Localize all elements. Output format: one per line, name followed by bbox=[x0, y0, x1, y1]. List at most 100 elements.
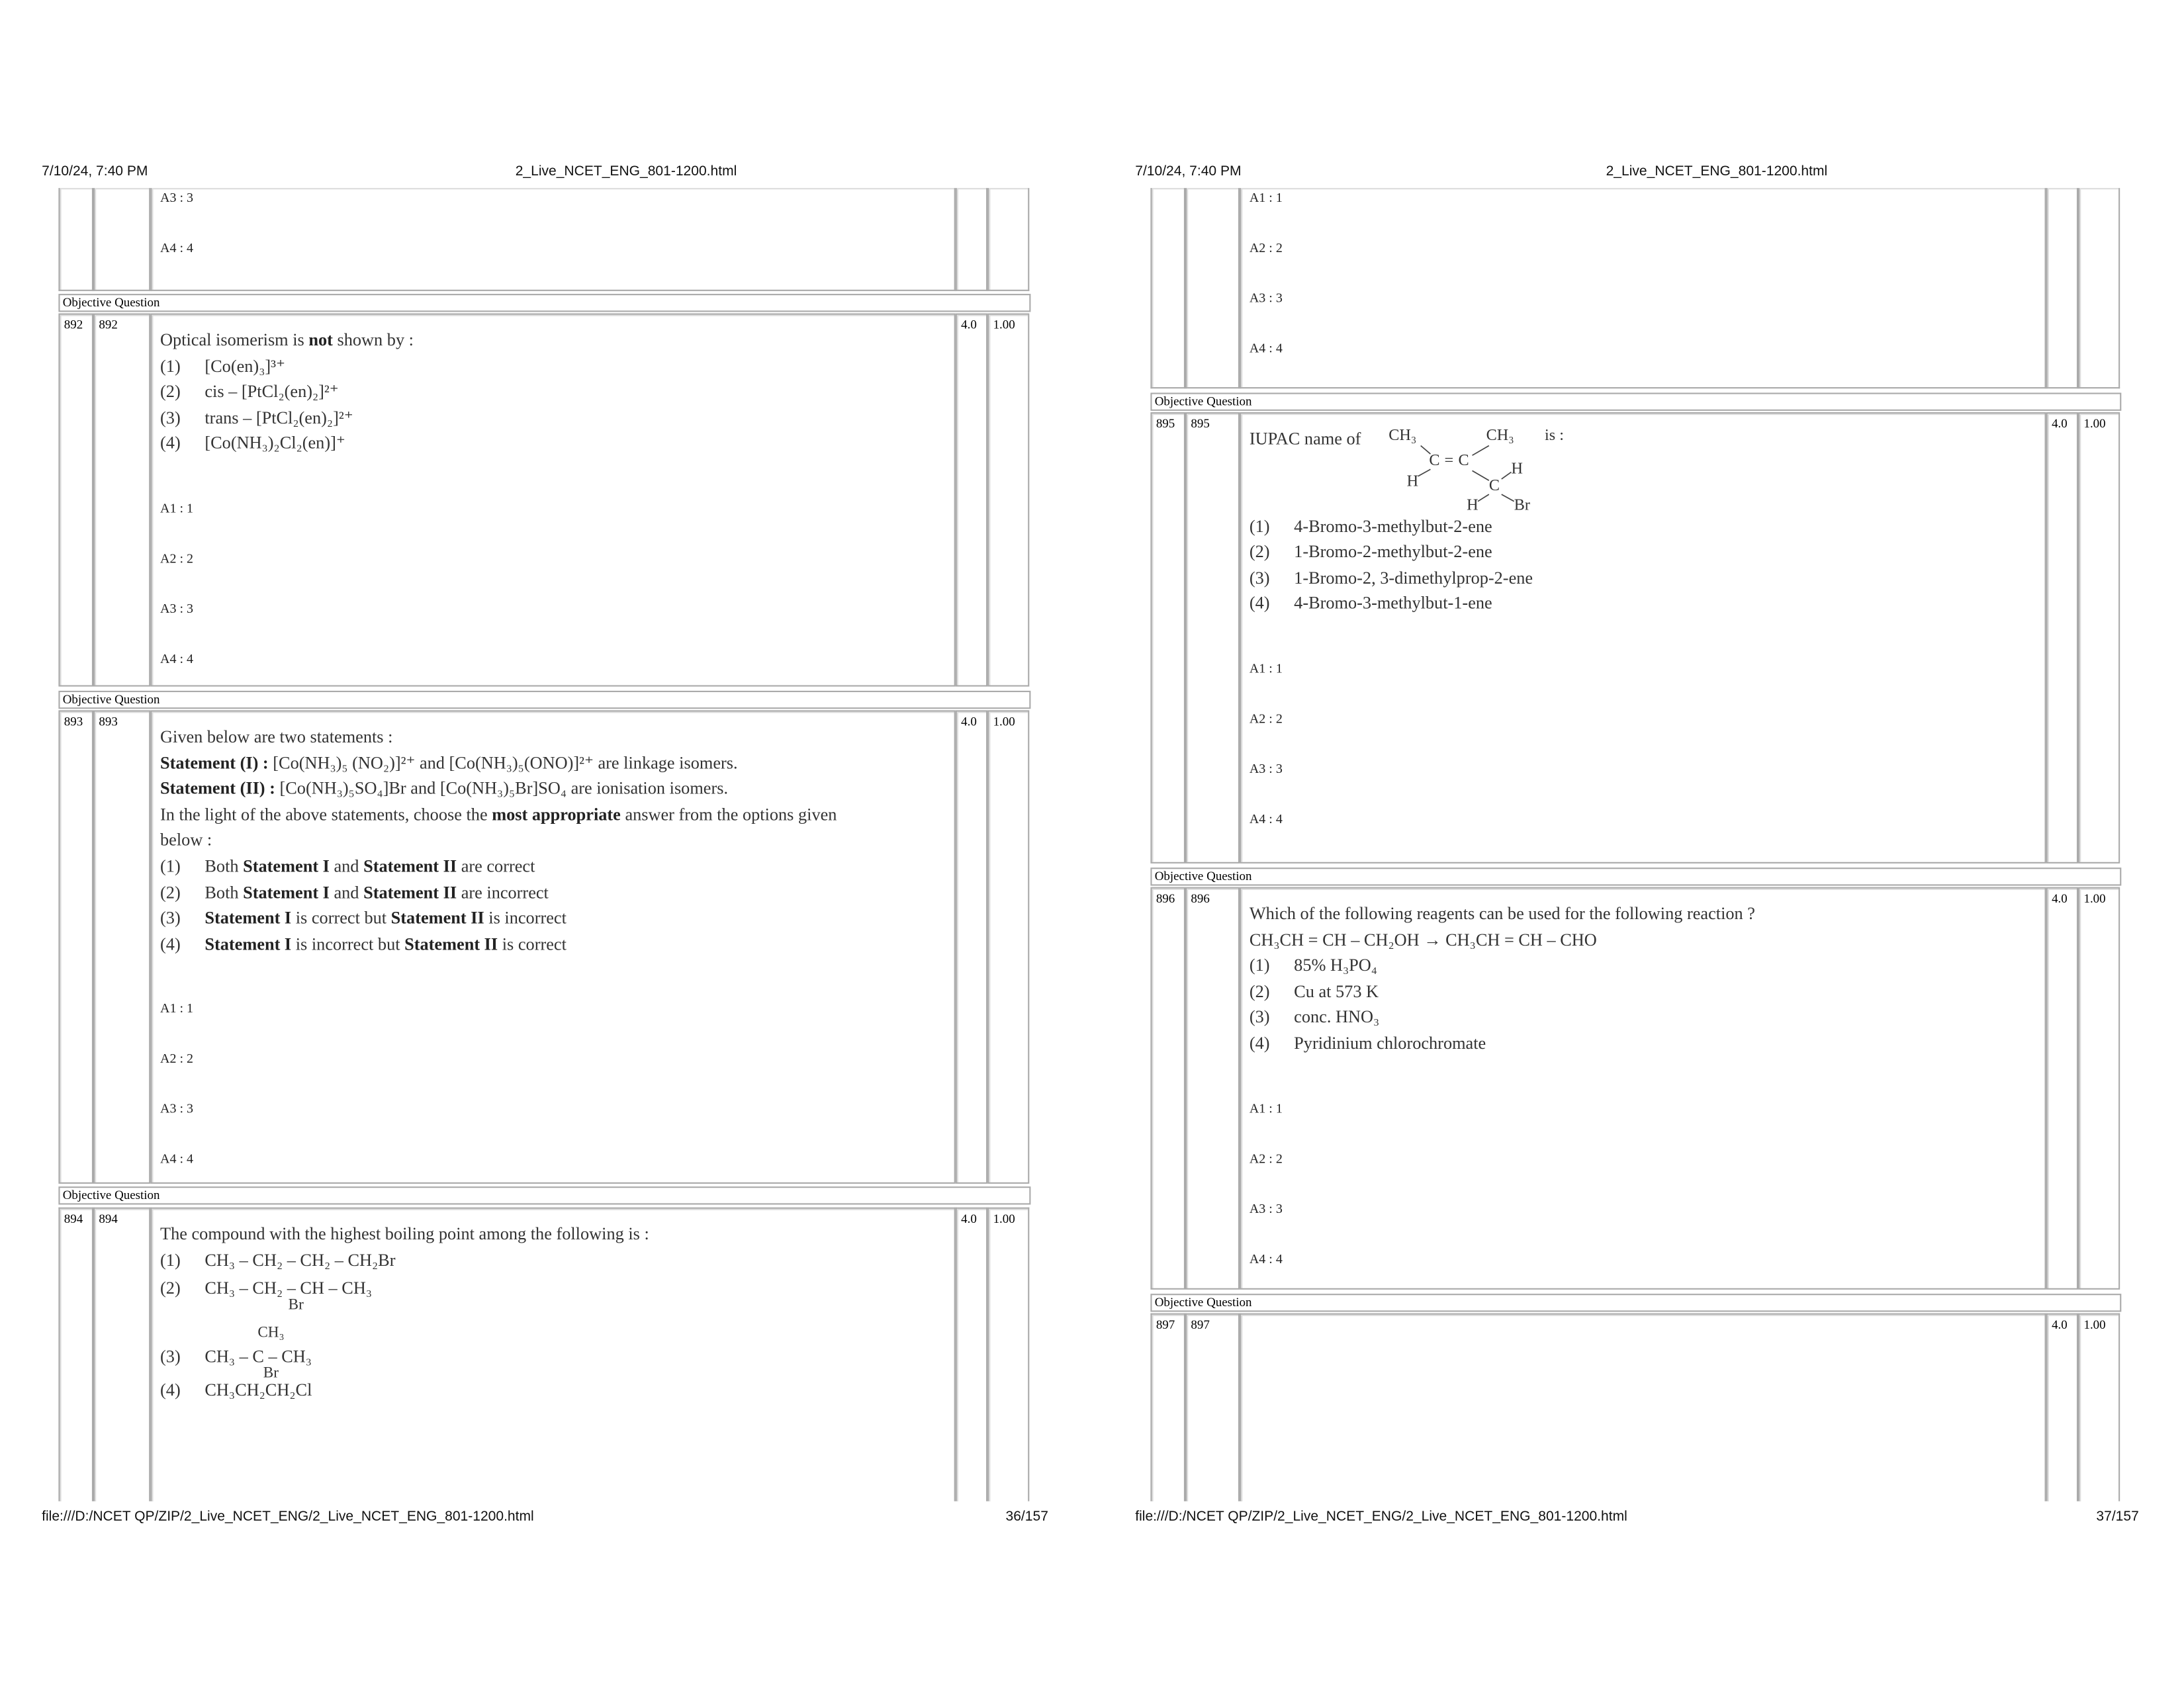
choice-text: 85% H₃PO₄ bbox=[1294, 955, 1377, 975]
page-number: 36/157 bbox=[1005, 1509, 1048, 1525]
answer-choice: (2)cis – [PtCl₂(en)₂]²⁺ bbox=[160, 379, 946, 405]
substituent-below: Br bbox=[288, 1296, 304, 1314]
question-id: 896 bbox=[1191, 891, 1210, 905]
choice-text: [Co(en)₃]³⁺ bbox=[205, 355, 285, 376]
answer-option: A2 : 2 bbox=[1249, 713, 1283, 727]
choice-text: Both Statement I and Statement II are co… bbox=[205, 856, 535, 876]
answer-choice: (3)conc. HNO₃ bbox=[1250, 1004, 2036, 1030]
serial-number: 892 bbox=[64, 317, 83, 332]
negative-marks: 1.00 bbox=[993, 317, 1015, 332]
negative-marks: 1.00 bbox=[2083, 891, 2106, 905]
question-content: Optical isomerism is not shown by : (1)[C… bbox=[152, 315, 954, 686]
answer-choice: (3)1-Bromo-2, 3-dimethylprop-2-ene bbox=[1250, 565, 2036, 591]
page-number: 37/157 bbox=[2096, 1509, 2139, 1525]
answer-choice: (2)Cu at 573 K bbox=[1250, 979, 2036, 1004]
question-type-label: Objective Question bbox=[1150, 867, 2122, 886]
question-row-cell-0: 896 bbox=[1150, 887, 1186, 1290]
answer-option: A1 : 1 bbox=[1249, 662, 1283, 677]
choice-text: [Co(NH₃)₂Cl₂(en)]⁺ bbox=[205, 433, 345, 453]
question-text-line: Optical isomerism is not shown by : bbox=[160, 330, 414, 350]
question-row-cell-3: 4.0 bbox=[955, 1207, 988, 1501]
question-row-cell-3: 4.0 bbox=[955, 313, 988, 687]
answer-choice: (2)Both Statement I and Statement II are… bbox=[160, 879, 946, 905]
question-text-line: In the light of the above statements, ch… bbox=[160, 804, 837, 824]
header-title: 2_Live_NCET_ENG_801-1200.html bbox=[515, 164, 737, 180]
answer-option: A2 : 2 bbox=[1249, 1152, 1283, 1167]
question-row-cell-2: The compound with the highest boiling po… bbox=[150, 1207, 956, 1501]
choice-number: (4) bbox=[1249, 594, 1270, 613]
choice-number: (4) bbox=[160, 1380, 181, 1400]
question-row-cell-0: 895 bbox=[1150, 412, 1186, 864]
structure-atom-label: CH₃ bbox=[1486, 427, 1514, 444]
answer-option: A4 : 4 bbox=[1249, 1253, 1283, 1267]
question-content bbox=[1241, 1315, 2044, 1327]
question-text-line: Statement (I) : [Co(NH₃)₅ (NO₂)]²⁺ and [… bbox=[160, 752, 738, 773]
answer-choice: (4)Pyridinium chlorochromate bbox=[1250, 1030, 2036, 1056]
substituent-above: CH₃ bbox=[257, 1324, 285, 1341]
choice-text: Pyridinium chlorochromate bbox=[1294, 1033, 1486, 1053]
question-type-label: Objective Question bbox=[58, 690, 1031, 709]
answer-choice: (1)4-Bromo-3-methylbut-2-ene bbox=[1250, 513, 2036, 539]
answer-option: A3 : 3 bbox=[1249, 1202, 1283, 1217]
answer-option: A4 : 4 bbox=[1249, 342, 1283, 357]
marks: 4.0 bbox=[961, 317, 977, 332]
question-content: Given below are two statements :Statemen… bbox=[152, 711, 954, 1185]
choice-text: Cu at 573 K bbox=[1294, 981, 1379, 1001]
question-content: The compound with the highest boiling po… bbox=[152, 1209, 954, 1404]
continuation-row-cell-4 bbox=[2078, 188, 2120, 389]
question-row-cell-4: 1.00 bbox=[987, 313, 1030, 687]
continuation-row-cell-1 bbox=[93, 188, 151, 291]
choice-number: (4) bbox=[160, 433, 181, 453]
question-row-cell-1: 892 bbox=[93, 313, 151, 687]
structure-atom-label: H bbox=[1511, 460, 1523, 478]
choice-text: conc. HNO₃ bbox=[1294, 1007, 1380, 1027]
question-row-cell-4: 1.00 bbox=[987, 710, 1030, 1184]
answer-choice: (1)[Co(en)₃]³⁺ bbox=[160, 353, 946, 379]
question-row-cell-3: 4.0 bbox=[2046, 887, 2079, 1290]
negative-marks: 1.00 bbox=[2083, 1317, 2106, 1331]
serial-number: 895 bbox=[1156, 416, 1175, 431]
question-text-line: below : bbox=[160, 830, 212, 850]
choice-text: Statement I is incorrect but Statement I… bbox=[205, 934, 567, 954]
answer-choice: (1)85% H₃PO₄ bbox=[1250, 953, 2036, 979]
answer-option: A4 : 4 bbox=[160, 652, 194, 668]
negative-marks: 1.00 bbox=[2083, 416, 2106, 431]
question-row-cell-1: 896 bbox=[1185, 887, 1240, 1290]
answer-choice: (1)CH₃ – CH₂ – CH₂ – CH₂Br bbox=[160, 1247, 946, 1273]
question-text-line: CH₃CH = CH – CH₂OH → CH₃CH = CH – CHO bbox=[1249, 930, 1597, 950]
structure-bonds bbox=[1418, 444, 1515, 502]
structure-atom-label: is : bbox=[1545, 427, 1564, 444]
question-text-line: Statement (II) : [Co(NH₃)₅SO₄]Br and [Co… bbox=[160, 778, 729, 799]
question-row-cell-2: Which of the following reagents can be u… bbox=[1240, 887, 2046, 1290]
continuation-row-cell-0 bbox=[1150, 188, 1186, 389]
structure-atom-label: H bbox=[1406, 472, 1419, 490]
structure-atom-label: H bbox=[1467, 496, 1479, 513]
answer-option: A2 : 2 bbox=[1249, 242, 1283, 257]
answer-option: A2 : 2 bbox=[160, 553, 194, 567]
answer-option: A2 : 2 bbox=[160, 1053, 194, 1067]
choice-text: 4-Bromo-3-methylbut-2-ene bbox=[1294, 515, 1492, 536]
answer-choice: (4) [Co(NH₃)₂Cl₂(en)]⁺ bbox=[160, 431, 946, 457]
header-title: 2_Live_NCET_ENG_801-1200.html bbox=[1606, 164, 1828, 180]
structure-atom-label: CH₃ bbox=[1388, 427, 1417, 444]
negative-marks: 1.00 bbox=[993, 714, 1015, 729]
answer-choice: (4)Statement I is incorrect but Statemen… bbox=[160, 931, 946, 957]
question-row-cell-4: 1.00 bbox=[987, 1207, 1030, 1501]
choice-number: (2) bbox=[1249, 542, 1270, 562]
question-row-cell-0: 894 bbox=[58, 1207, 94, 1501]
serial-number: 894 bbox=[64, 1212, 83, 1226]
serial-number: 896 bbox=[1156, 891, 1175, 905]
question-row-cell-0: 897 bbox=[1150, 1313, 1186, 1501]
answer-choice: (4)4-Bromo-3-methylbut-1-ene bbox=[1250, 591, 2036, 617]
answer-option: A1 : 1 bbox=[1249, 192, 1283, 206]
footer-file-path: file:///D:/NCET QP/ZIP/2_Live_NCET_ENG/2… bbox=[42, 1509, 534, 1525]
question-row-cell-2 bbox=[1240, 1313, 2046, 1501]
choice-text: Both Statement I and Statement II are in… bbox=[205, 882, 549, 902]
question-text-line: Which of the following reagents can be u… bbox=[1249, 903, 1755, 924]
